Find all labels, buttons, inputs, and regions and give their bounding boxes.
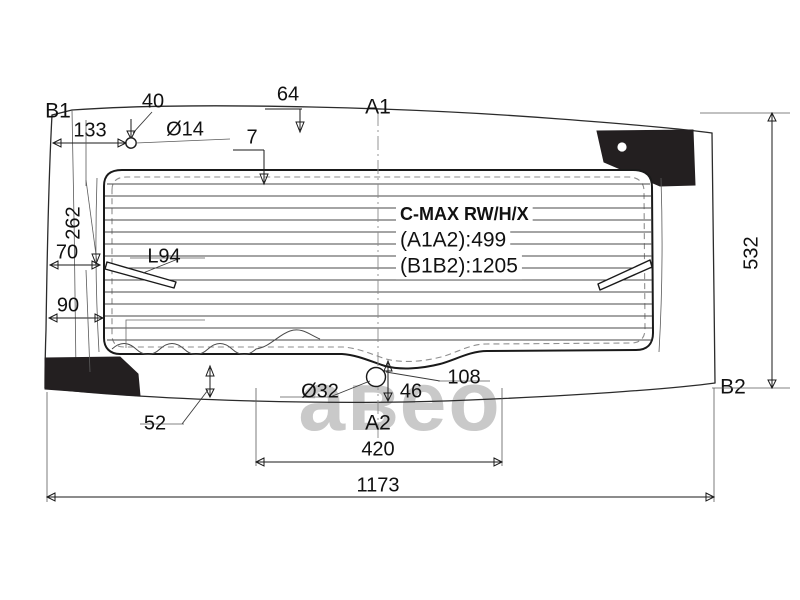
- busbar-left: [95, 177, 100, 353]
- dimension-40-label: 40: [142, 90, 164, 112]
- dimension-1173-label: 1173: [356, 474, 399, 496]
- left-dimension-group: B1 133 262 70 90 L94: [45, 100, 205, 373]
- node-a1-label: A1: [365, 96, 391, 119]
- leader-dia32: [329, 380, 371, 398]
- right-dimension-group: B2 532: [700, 111, 790, 399]
- spec-text-mask: [396, 201, 533, 280]
- watermark-text: авео: [298, 354, 501, 448]
- dimension-420-label: 420: [361, 438, 394, 460]
- top-dimension-group: 40 Ø14 64 7 A1: [125, 83, 391, 186]
- glass-outline: [103, 169, 654, 370]
- bottom-dimension-group: 52 Ø32 46 108 A2 420: [45, 359, 716, 502]
- dimension-262-label: 262: [62, 206, 84, 239]
- antenna-element-left: [104, 261, 177, 289]
- glass-panel: [95, 169, 663, 370]
- hole-dia32: [365, 366, 387, 388]
- lower-detail-box: [125, 319, 205, 348]
- leader-108: [385, 371, 441, 382]
- part-title-label: C-MAX RW/H/X: [400, 204, 529, 224]
- glass-inner-offset: [111, 176, 646, 362]
- hole-dia14: [125, 137, 137, 149]
- dimension-l94-label: L94: [147, 245, 180, 267]
- ext-262: [85, 179, 98, 263]
- spec-a1a2-label: (A1A2):499: [400, 229, 506, 252]
- node-b1-label: B1: [45, 100, 71, 123]
- glass-lower-wave: [111, 329, 321, 355]
- spec-b1b2-label: (B1B2):1205: [400, 255, 518, 278]
- busbar-right: [658, 177, 663, 353]
- spec-text-block: C-MAX RW/H/X (A1A2):499 (B1B2):1205: [400, 204, 529, 278]
- dimension-70-label: 70: [56, 241, 78, 263]
- leader-40: [132, 111, 153, 134]
- dimension-7-label: 7: [246, 126, 257, 148]
- dimension-90-label: 90: [57, 294, 79, 316]
- dimension-108-label: 108: [447, 366, 480, 388]
- dimension-46-label: 46: [400, 380, 422, 402]
- dimension-133-label: 133: [73, 119, 106, 141]
- dimension-dia32-label: Ø32: [301, 380, 339, 402]
- dimension-52-label: 52: [144, 412, 166, 434]
- vehicle-body-outline: [44, 105, 716, 403]
- black-panel-bottom-left: [44, 356, 141, 397]
- leader-l94: [142, 258, 179, 274]
- node-a2-label: A2: [365, 412, 391, 435]
- leader-52: [181, 389, 209, 425]
- black-corner-panels: [44, 129, 696, 397]
- dimension-532-label: 532: [740, 236, 762, 269]
- panel-hole-right: [617, 142, 627, 152]
- antenna-element-right: [597, 259, 653, 291]
- dimension-64-label: 64: [277, 83, 299, 105]
- node-b2-label: B2: [720, 376, 746, 399]
- dimension-dia14-label: Ø14: [166, 118, 204, 140]
